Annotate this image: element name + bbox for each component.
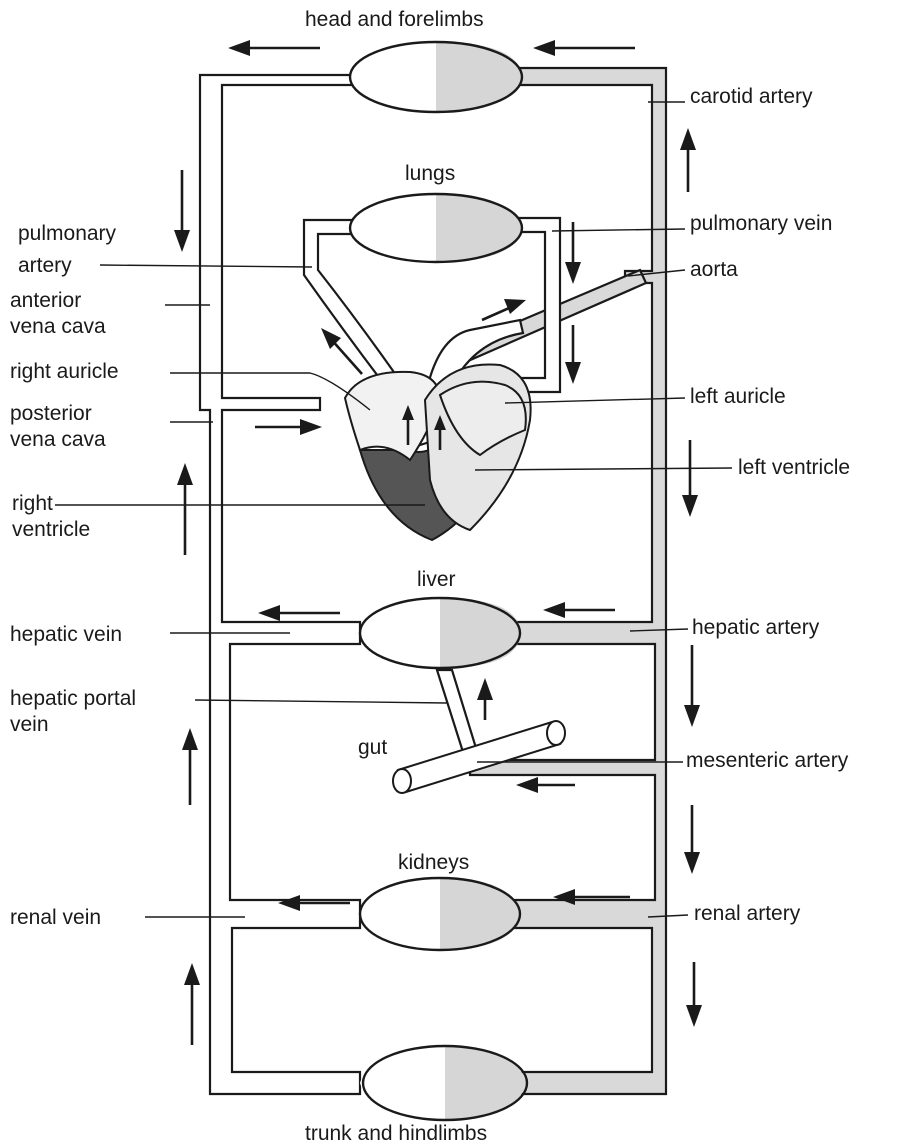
arrow-left-icon (258, 605, 340, 621)
label-lungs: lungs (405, 162, 455, 185)
label-kidneys: kidneys (398, 851, 469, 874)
heart (345, 364, 531, 540)
label-left-ventricle: left ventricle (738, 456, 850, 479)
label-pulmonary-artery-2: artery (18, 254, 72, 277)
arrow-up-right-icon (482, 299, 526, 320)
label-aorta: aorta (690, 258, 738, 281)
label-mesenteric-artery: mesenteric artery (686, 749, 849, 772)
labels: head and forelimbs carotid artery lungs … (10, 8, 850, 1145)
arrow-left-icon (516, 777, 575, 793)
arrow-down-icon (682, 440, 698, 517)
label-trunk-and-hindlimbs: trunk and hindlimbs (305, 1122, 487, 1145)
label-pulmonary-vein: pulmonary vein (690, 212, 832, 235)
label-hepatic-vein: hepatic vein (10, 623, 122, 646)
label-renal-vein: renal vein (10, 906, 101, 929)
organ-liver (360, 598, 520, 668)
label-right-ventricle-2: ventricle (12, 518, 90, 541)
label-posterior-vena-cava-2: vena cava (10, 428, 106, 451)
organ-trunk (360, 1046, 527, 1120)
arrow-up-icon (680, 128, 696, 192)
arrow-left-icon (533, 40, 635, 56)
label-hepatic-portal-vein-2: vein (10, 713, 49, 736)
label-hepatic-artery: hepatic artery (692, 616, 820, 639)
label-anterior-vena-cava-1: anterior (10, 289, 81, 312)
arrow-down-icon (565, 325, 581, 384)
hepatic-portal-vessel (437, 670, 476, 752)
organ-head (350, 42, 522, 112)
arrow-down-icon (686, 962, 702, 1027)
arrow-down-icon (684, 805, 700, 874)
label-anterior-vena-cava-2: vena cava (10, 315, 106, 338)
label-pulmonary-artery-1: pulmonary (18, 222, 117, 245)
label-right-auricle: right auricle (10, 360, 119, 383)
organ-lungs (350, 194, 522, 262)
label-right-ventricle-1: right (12, 492, 53, 515)
arrow-up-icon (477, 678, 493, 720)
pulmonary-vein-vessel (515, 218, 560, 392)
arrow-right-icon (255, 419, 322, 435)
label-left-auricle: left auricle (690, 385, 786, 408)
arrow-left-icon (228, 40, 320, 56)
arrow-up-icon (182, 728, 198, 805)
label-hepatic-portal-vein-1: hepatic portal (10, 687, 136, 710)
label-gut: gut (358, 736, 387, 759)
organ-kidneys (360, 878, 520, 950)
label-head-and-forelimbs: head and forelimbs (305, 8, 484, 31)
arrow-up-icon (177, 463, 193, 555)
label-liver: liver (417, 568, 456, 591)
label-renal-artery: renal artery (694, 902, 801, 925)
arrow-up-icon (184, 963, 200, 1045)
arrow-down-icon (174, 170, 190, 252)
label-posterior-vena-cava-1: posterior (10, 402, 92, 425)
arrow-left-icon (543, 602, 615, 618)
arrow-down-icon (684, 645, 700, 727)
label-carotid-artery: carotid artery (690, 85, 813, 108)
